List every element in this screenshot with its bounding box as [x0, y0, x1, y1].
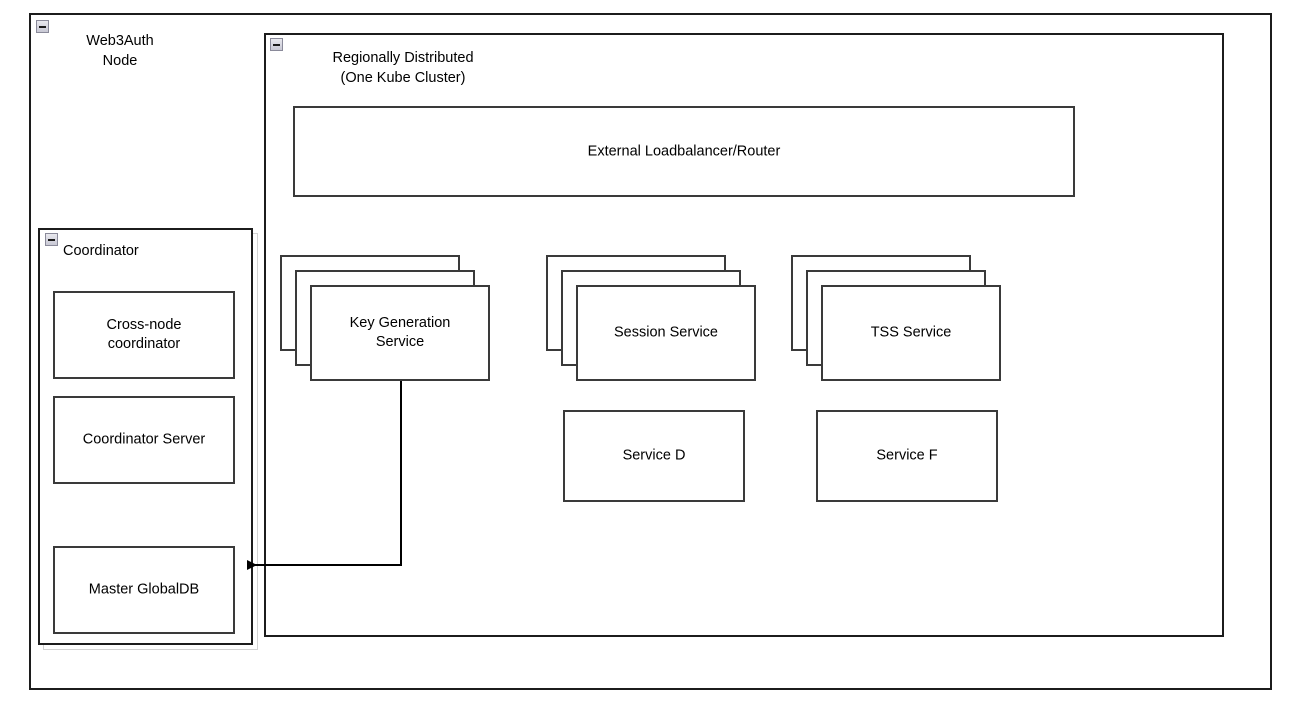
node-label-tss-service: TSS Service	[870, 324, 952, 341]
stack-card-front[interactable]: Session Service	[576, 285, 756, 381]
stack-tss-service[interactable]: TSS Service	[791, 255, 1001, 381]
stack-session-service[interactable]: Session Service	[546, 255, 756, 381]
node-label-key-generation-service: Key Generation Service	[349, 315, 451, 350]
stack-card-front[interactable]: TSS Service	[821, 285, 1001, 381]
container-title-cluster: Regionally Distributed (One Kube Cluster…	[332, 50, 474, 86]
node-service-f[interactable]: Service F	[816, 410, 998, 502]
node-master-globaldb[interactable]: Master GlobalDB	[53, 546, 235, 634]
collapse-minus-icon-coordinator[interactable]	[45, 233, 58, 246]
node-cross-node-coordinator[interactable]: Cross-node coordinator	[53, 291, 235, 379]
stack-key-generation-service[interactable]: Key Generation Service	[280, 255, 490, 381]
container-title-web3auth-node: Web3Auth Node	[86, 33, 154, 69]
collapse-minus-icon-web3auth-node[interactable]	[36, 20, 49, 33]
node-label-cross-node-coordinator: Cross-node coordinator	[106, 317, 182, 352]
node-external-loadbalancer-router[interactable]: External Loadbalancer/Router	[293, 106, 1075, 197]
collapse-minus-icon-cluster[interactable]	[270, 38, 283, 51]
node-coordinator-server[interactable]: Coordinator Server	[53, 396, 235, 484]
container-title-coordinator: Coordinator	[63, 243, 139, 259]
node-label-session-service: Session Service	[614, 324, 718, 341]
stack-card-front[interactable]: Key Generation Service	[310, 285, 490, 381]
node-label-coordinator-server: Coordinator Server	[82, 431, 206, 448]
node-label-service-f: Service F	[876, 447, 938, 464]
node-label-service-d: Service D	[622, 447, 686, 464]
node-label-master-globaldb: Master GlobalDB	[88, 581, 200, 598]
node-label-external-loadbalancer-router: External Loadbalancer/Router	[587, 143, 781, 159]
node-service-d[interactable]: Service D	[563, 410, 745, 502]
